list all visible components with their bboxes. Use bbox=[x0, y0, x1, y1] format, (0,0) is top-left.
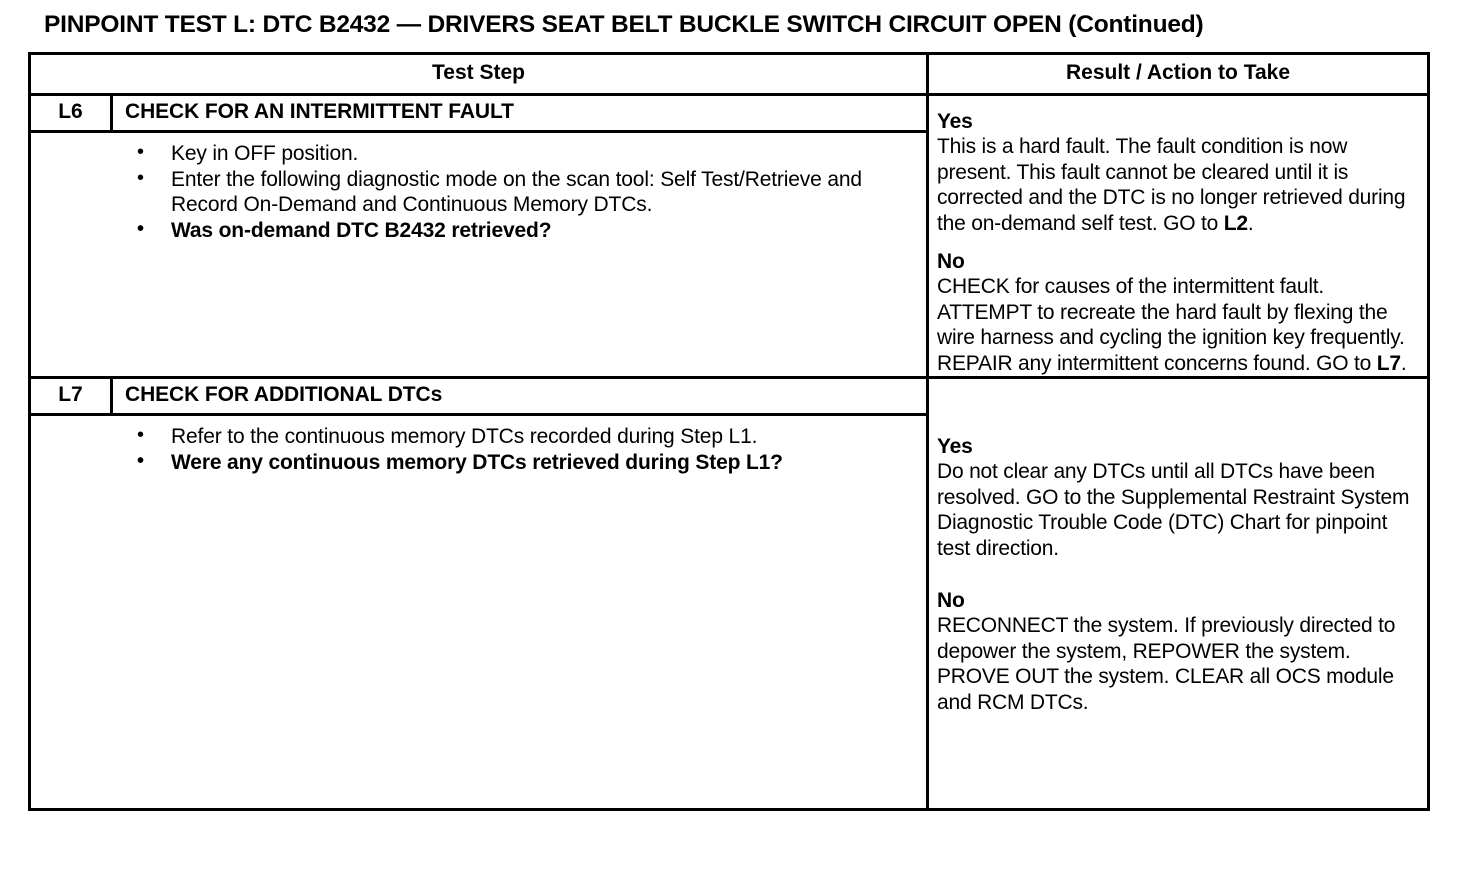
column-header-test-step: Test Step bbox=[29, 53, 928, 96]
list-item: Were any continuous memory DTCs retrieve… bbox=[137, 449, 916, 476]
answer-text-yes: Do not clear any DTCs until all DTCs hav… bbox=[937, 459, 1419, 561]
answer-text-tail: . bbox=[1400, 351, 1407, 375]
table-row: Key in OFF position. Enter the following… bbox=[29, 131, 1429, 379]
step-id-l6: L6 bbox=[29, 94, 113, 133]
answer-text-part: RECONNECT the system. If previously dire… bbox=[937, 614, 1396, 714]
page-title: PINPOINT TEST L: DTC B2432 — DRIVERS SEA… bbox=[44, 11, 1204, 38]
answer-text-no: CHECK for causes of the intermittent fau… bbox=[937, 274, 1419, 376]
table-header-row: Test Step Result / Action to Take bbox=[29, 53, 1429, 96]
answer-text-tail: . bbox=[1247, 211, 1254, 235]
result-cell-l7: Yes Do not clear any DTCs until all DTCs… bbox=[926, 377, 1429, 810]
table-row: L7 CHECK FOR ADDITIONAL DTCs Yes Do not … bbox=[29, 377, 1429, 810]
result-answer-yes-l7: Yes Do not clear any DTCs until all DTCs… bbox=[937, 435, 1419, 561]
answer-label-yes: Yes bbox=[937, 110, 973, 133]
answer-text-part: Do not clear any DTCs until all DTCs hav… bbox=[937, 460, 1410, 560]
answer-text-part: CHECK for causes of the intermittent fau… bbox=[937, 275, 1405, 375]
step-title-l6: CHECK FOR AN INTERMITTENT FAULT bbox=[111, 94, 928, 133]
result-answer-no-l7: No RECONNECT the system. If previously d… bbox=[937, 589, 1419, 715]
answer-label-yes: Yes bbox=[937, 435, 973, 458]
goto-step-ref: L2 bbox=[1223, 211, 1248, 235]
goto-step-ref: L7 bbox=[1376, 351, 1401, 375]
list-item: Key in OFF position. bbox=[137, 140, 916, 167]
answer-text-no: RECONNECT the system. If previously dire… bbox=[937, 613, 1419, 715]
pinpoint-test-table: Test Step Result / Action to Take L6 CHE… bbox=[28, 52, 1430, 811]
answer-text-part: This is a hard fault. The fault conditio… bbox=[937, 135, 1406, 235]
table-row: L6 CHECK FOR AN INTERMITTENT FAULT Yes T… bbox=[29, 94, 1429, 379]
result-answer-yes-l6: Yes This is a hard fault. The fault cond… bbox=[937, 110, 1419, 236]
list-item: Refer to the continuous memory DTCs reco… bbox=[137, 423, 916, 450]
step-body-l7: Refer to the continuous memory DTCs reco… bbox=[30, 415, 928, 810]
list-item: Was on-demand DTC B2432 retrieved? bbox=[137, 217, 916, 244]
result-cell-l6: Yes This is a hard fault. The fault cond… bbox=[926, 94, 1429, 379]
answer-label-no: No bbox=[937, 589, 965, 612]
answer-label-no: No bbox=[937, 250, 965, 273]
step-body-l6: Key in OFF position. Enter the following… bbox=[29, 131, 928, 379]
step-id-l7: L7 bbox=[29, 377, 113, 416]
answer-text-yes: This is a hard fault. The fault conditio… bbox=[937, 134, 1419, 236]
step-title-l7: CHECK FOR ADDITIONAL DTCs bbox=[111, 377, 928, 416]
bullet-list-l7: Refer to the continuous memory DTCs reco… bbox=[41, 423, 916, 476]
column-header-result-action: Result / Action to Take bbox=[926, 53, 1429, 96]
bullet-list-l6: Key in OFF position. Enter the following… bbox=[41, 140, 916, 244]
list-item: Enter the following diagnostic mode on t… bbox=[137, 166, 916, 218]
result-answer-no-l6: No CHECK for causes of the intermittent … bbox=[937, 250, 1419, 376]
table-row: Refer to the continuous memory DTCs reco… bbox=[30, 415, 1429, 810]
